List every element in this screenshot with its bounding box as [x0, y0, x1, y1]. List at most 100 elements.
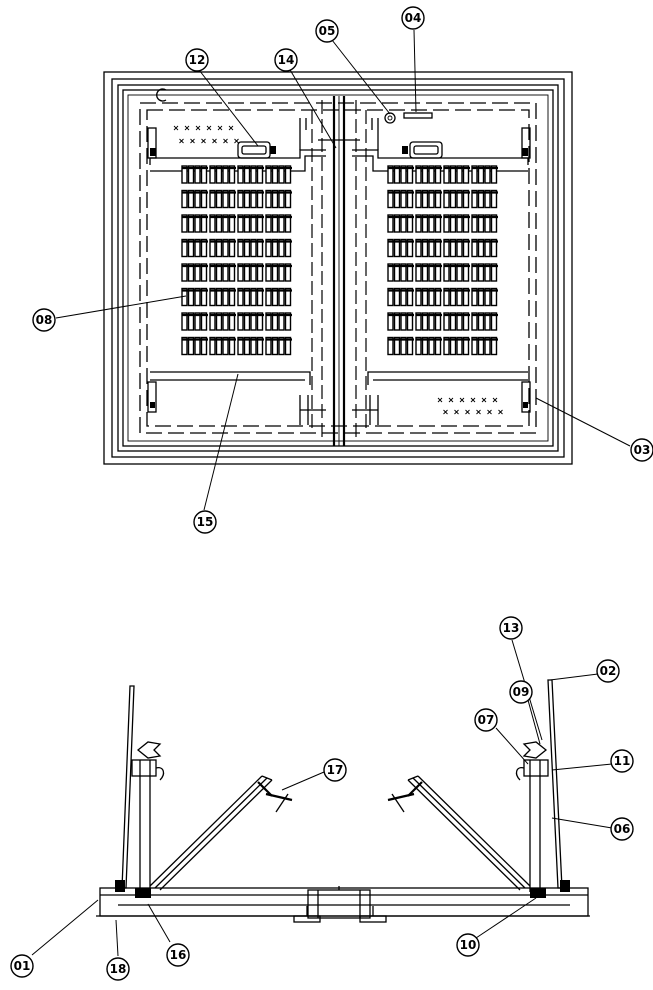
- grating-bar: [187, 263, 195, 282]
- stud-mark: [443, 409, 448, 415]
- grating-bar: [194, 336, 201, 356]
- grating-bar: [443, 189, 450, 209]
- plan-view: [103, 71, 573, 465]
- grating-bar: [477, 263, 485, 282]
- grating-bar: [449, 189, 457, 209]
- callout-17-label: 17: [327, 763, 344, 777]
- grating-bar: [228, 238, 236, 258]
- grating-bar: [278, 312, 285, 331]
- grating-bar: [284, 165, 292, 184]
- grating-bar: [484, 214, 491, 233]
- grating-bar: [250, 287, 257, 307]
- grating-bar: [462, 287, 470, 307]
- grating-bar: [406, 263, 414, 282]
- grating-bar: [443, 238, 450, 258]
- grating-bar: [271, 336, 279, 356]
- grating-bar: [215, 312, 223, 331]
- grating-bar: [421, 263, 429, 282]
- grating-bar: [471, 214, 478, 233]
- grating-bar: [237, 287, 244, 307]
- grating-bar: [215, 336, 223, 356]
- grating-bar: [187, 238, 195, 258]
- left-lid-leaf: [121, 685, 135, 889]
- grating-bar: [265, 312, 272, 331]
- grating-bar: [415, 312, 422, 331]
- grating-bar: [284, 312, 292, 331]
- grating-bar: [387, 214, 394, 233]
- grating-bar: [490, 263, 498, 282]
- grating-bar: [200, 263, 208, 282]
- stud-pattern-top-left: [173, 125, 239, 144]
- grating-bar: [237, 263, 244, 282]
- grating-bar: [265, 287, 272, 307]
- grating-bar: [406, 238, 414, 258]
- grating-bar: [393, 263, 401, 282]
- elevation-view: [96, 679, 590, 923]
- grating-bar: [490, 189, 498, 209]
- grating-bar: [284, 189, 292, 209]
- stud-mark: [470, 397, 476, 403]
- frame-ring-3: [117, 84, 559, 452]
- grating-bar: [443, 312, 450, 331]
- grating-bar: [222, 238, 229, 258]
- lock-ring: [384, 112, 396, 124]
- right-bracket-box: [523, 759, 549, 777]
- grating-bar: [200, 214, 208, 233]
- stud-mark: [481, 397, 487, 403]
- grating-bar: [284, 238, 292, 258]
- grating-bar: [477, 214, 485, 233]
- grating-bar: [200, 287, 208, 307]
- grating-bar: [237, 214, 244, 233]
- grating-bar: [228, 189, 236, 209]
- grating-bar: [400, 312, 407, 331]
- grating-bar: [490, 214, 498, 233]
- stud-mark: [492, 397, 498, 403]
- grating-bar: [250, 238, 257, 258]
- stud-mark: [459, 397, 465, 403]
- callout-01: 01: [10, 954, 34, 978]
- grating-bar: [428, 312, 435, 331]
- grating-bar: [471, 189, 478, 209]
- grating-bar: [243, 263, 251, 282]
- grating-bar: [415, 214, 422, 233]
- grating-bar: [449, 312, 457, 331]
- grating-bar: [181, 336, 188, 356]
- grating-bar: [256, 189, 264, 209]
- grating-bar: [400, 336, 407, 356]
- grating-bar: [406, 189, 414, 209]
- grating-bar: [462, 189, 470, 209]
- grating-bar: [387, 312, 394, 331]
- right-strut-b: [407, 779, 521, 891]
- grating-bar: [187, 214, 195, 233]
- grating-bar: [393, 189, 401, 209]
- grating-bar: [284, 214, 292, 233]
- left-strut-b: [159, 779, 273, 891]
- corner-pins: [147, 127, 531, 413]
- grating-bar: [428, 214, 435, 233]
- grating-bar: [471, 165, 478, 184]
- grating-bar: [484, 263, 491, 282]
- callout-05-label: 05: [319, 24, 336, 38]
- grating-bar: [490, 287, 498, 307]
- grating-bar: [428, 336, 435, 356]
- grating-bar: [194, 263, 201, 282]
- stud-mark: [476, 409, 481, 415]
- callout-11: 11: [610, 749, 634, 773]
- grating-bar: [200, 336, 208, 356]
- grating-bar: [228, 287, 236, 307]
- stud-mark: [201, 138, 206, 144]
- grating-bar: [421, 214, 429, 233]
- grating-bar: [484, 287, 491, 307]
- left-clip: [136, 741, 162, 759]
- grating-bar: [200, 312, 208, 331]
- grating-bar: [278, 214, 285, 233]
- callout-11-label: 11: [614, 754, 631, 768]
- foot-left: [293, 915, 321, 923]
- grating-bar: [278, 189, 285, 209]
- grating-bar: [471, 287, 478, 307]
- grating-bar: [194, 238, 201, 258]
- grating-bar: [449, 287, 457, 307]
- grating-bar: [250, 165, 257, 184]
- callout-04-label: 04: [405, 11, 422, 25]
- grating-bar: [456, 263, 463, 282]
